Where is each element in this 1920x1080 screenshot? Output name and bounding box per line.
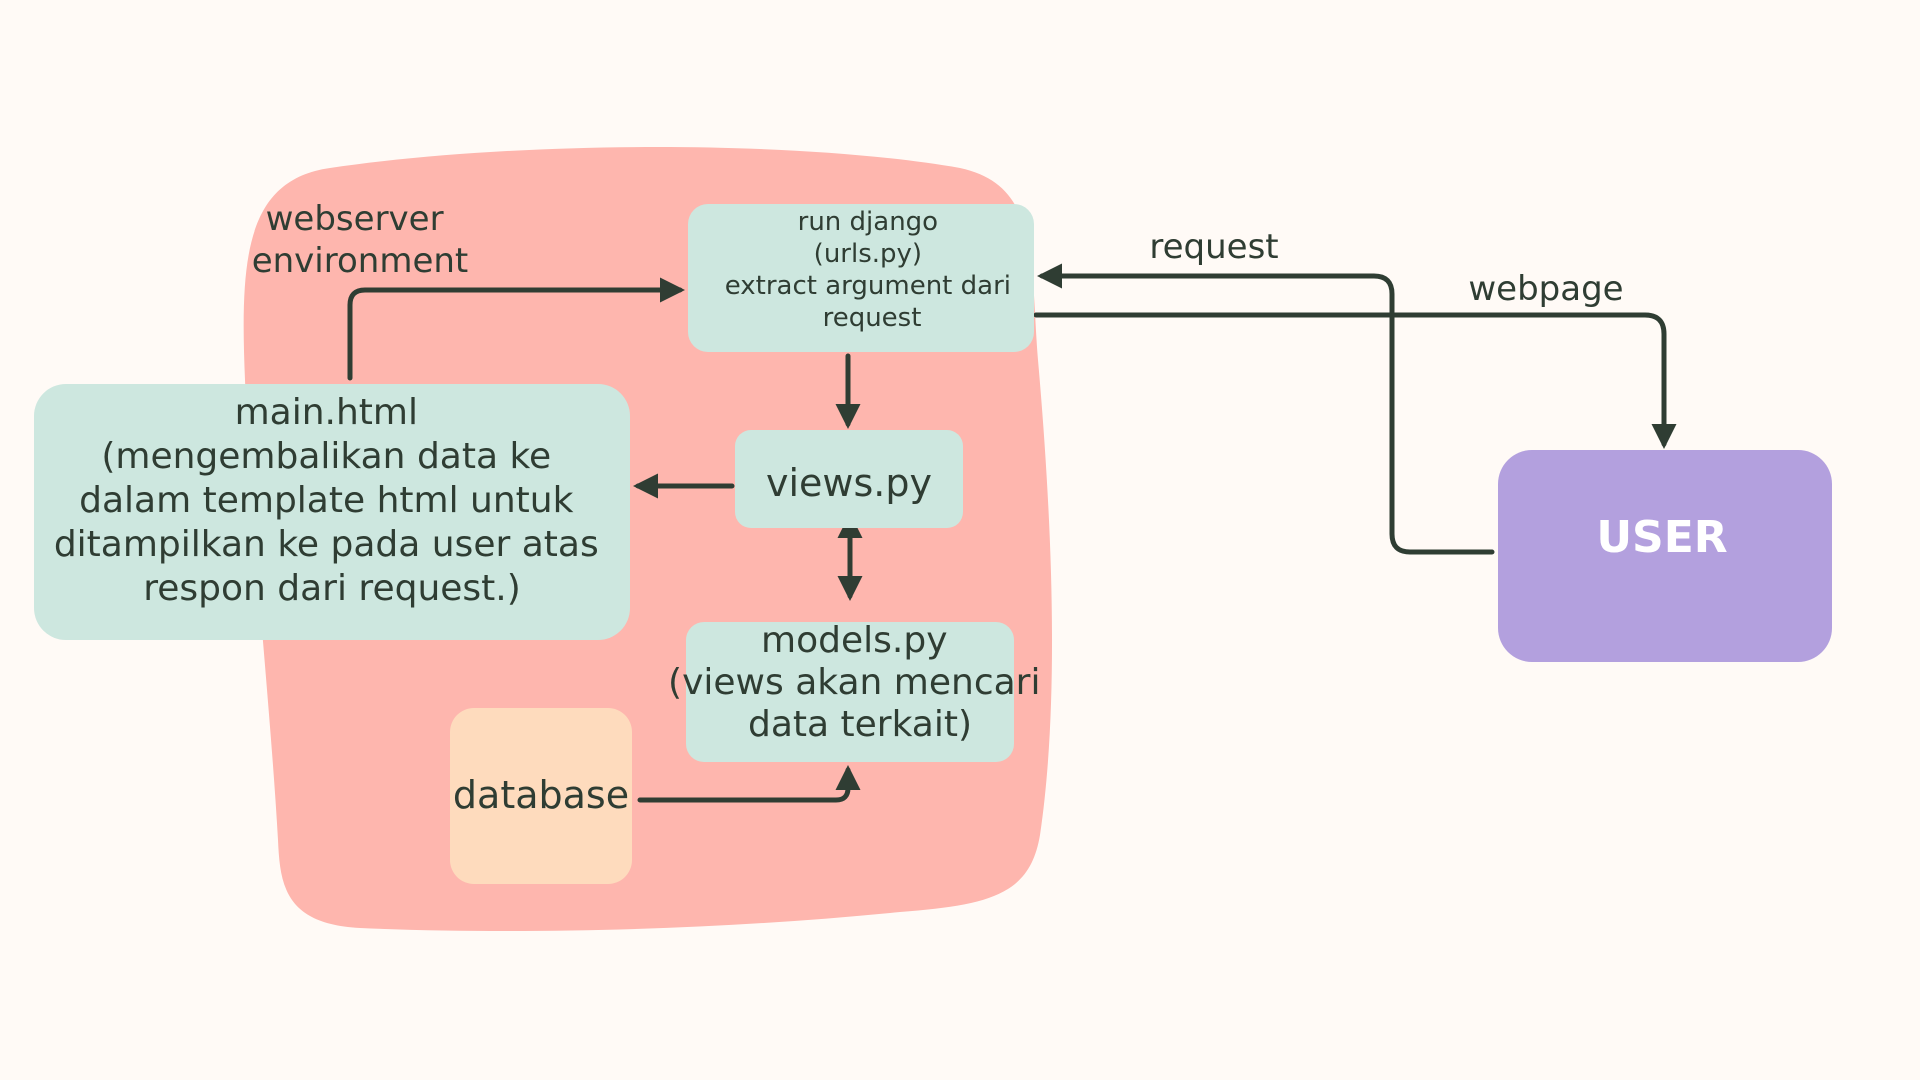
- node-database-label: database: [453, 773, 629, 817]
- node-main-label: main.html (mengembalikan data ke dalam t…: [54, 392, 610, 609]
- node-main-line2: (mengembalikan data ke: [101, 436, 551, 477]
- node-urls-line4: request: [823, 303, 922, 333]
- node-user: USER: [1498, 450, 1832, 662]
- node-urls-line1: run django: [798, 207, 938, 237]
- node-main-line3: dalam template html untuk: [79, 480, 573, 521]
- node-views: views.py: [735, 430, 963, 528]
- node-models: models.py (views akan mencari data terka…: [668, 620, 1052, 762]
- edge-database-to-models: [637, 765, 861, 803]
- node-main-line4: ditampilkan ke pada user atas: [54, 524, 599, 565]
- edge-main-to-urls: [347, 277, 685, 381]
- node-urls-line2: (urls.py): [814, 239, 922, 269]
- node-urls-label: run django (urls.py) extract argument da…: [725, 207, 1020, 333]
- node-models-line2: (views akan mencari: [668, 662, 1040, 703]
- node-models-label: models.py (views akan mencari data terka…: [668, 620, 1052, 745]
- node-main-line1: main.html: [235, 392, 418, 433]
- edge-user-request-to-urls: [1037, 263, 1495, 555]
- node-urls-line3: extract argument dari: [725, 271, 1011, 301]
- node-models-line1: models.py: [761, 620, 947, 661]
- environment-label-line2: environment: [252, 241, 469, 281]
- node-main: main.html (mengembalikan data ke dalam t…: [34, 384, 630, 640]
- edge-label-request: request: [1149, 227, 1278, 267]
- environment-label: webserver environment: [252, 199, 469, 281]
- node-views-label: views.py: [766, 461, 932, 505]
- environment-label-line1: webserver: [266, 199, 444, 239]
- node-database: database: [450, 708, 632, 884]
- edge-label-webpage: webpage: [1468, 269, 1623, 309]
- edge-urls-webpage-to-user: [1033, 312, 1677, 449]
- node-main-line5: respon dari request.): [143, 568, 521, 609]
- node-urls: run django (urls.py) extract argument da…: [688, 204, 1034, 352]
- node-user-label: USER: [1596, 512, 1727, 563]
- node-models-line3: data terkait): [748, 704, 972, 745]
